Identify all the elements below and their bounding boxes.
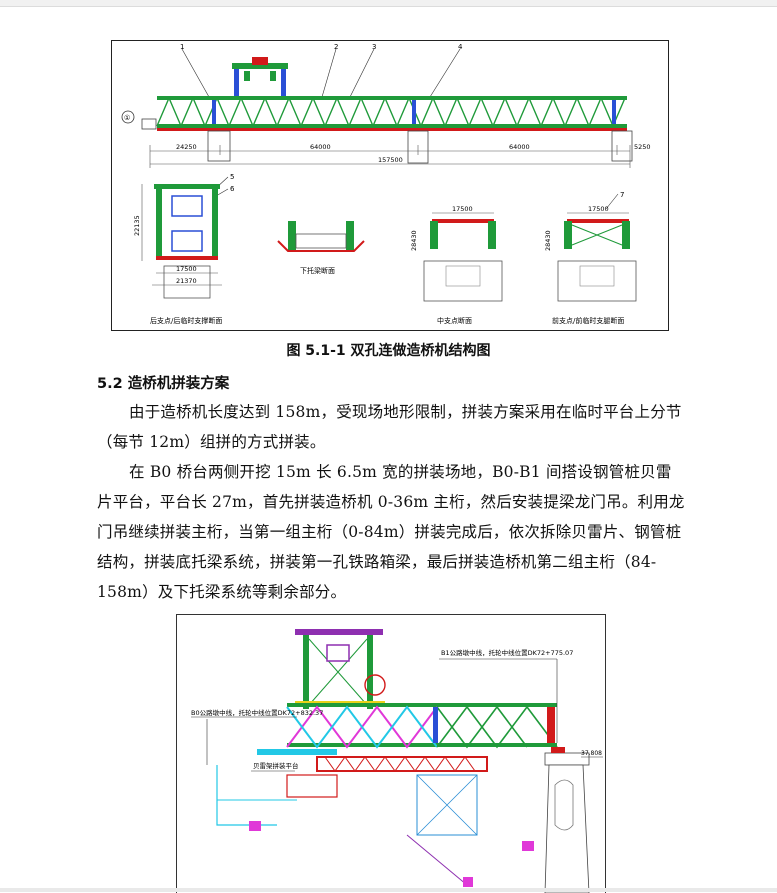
assembly-drawing-figure: B1公路墩中线，托轮中线位置DK72+775.07 B0公路墩中线，托轮中线位置… — [176, 614, 606, 893]
callout-4: 4 — [458, 43, 463, 51]
label-b1-pier-line: B1公路墩中线，托轮中线位置DK72+775.07 — [441, 648, 573, 657]
structure-drawing-figure: 1 2 3 4 — [111, 40, 669, 331]
assembly-drawing-svg: B1公路墩中线，托轮中线位置DK72+775.07 B0公路墩中线，托轮中线位置… — [191, 629, 603, 893]
dim-height-2: 28430 — [410, 230, 418, 251]
dim-height-1: 22135 — [133, 215, 141, 236]
dimension-lines — [149, 145, 631, 168]
callout-5: 5 — [230, 173, 234, 181]
paragraph-2: 在 B0 桥台两侧开挖 15m 长 6.5m 宽的拼装场地，B0-B1 间搭设钢… — [97, 463, 685, 601]
section-heading: 5.2 造桥机拼装方案 — [97, 376, 230, 392]
callout-7: 7 — [620, 191, 624, 199]
lower-beam — [157, 128, 627, 131]
circle-label: ① — [124, 114, 130, 122]
label-middle-section: 中支点断面 — [437, 316, 472, 325]
dim-width-1b: 21370 — [176, 277, 197, 285]
structure-drawing-svg: 1 2 3 4 — [121, 43, 651, 325]
paragraph-1: 由于造桥机长度达到 158m，受现场地形限制，拼装方案采用在临时平台上分节（每节… — [97, 403, 682, 451]
dim-64000-a: 64000 — [310, 143, 331, 151]
callout-3: 3 — [372, 43, 376, 51]
label-lower-beam-section: 下托梁断面 — [300, 266, 335, 275]
front-section-view: 7 17500 28430 前支点/前临时支腿断面 — [544, 191, 637, 325]
elevation-view: 1 2 3 4 — [121, 43, 651, 168]
dim-width-1: 17500 — [176, 265, 197, 273]
gantry-crane — [232, 57, 288, 99]
page-top-rule — [0, 0, 777, 7]
label-b0-pier-line: B0公路墩中线，托轮中线位置DK72+832.37 — [191, 708, 323, 717]
label-front-section: 前支点/前临时支腿断面 — [552, 316, 624, 325]
label-assembly-platform: 贝雷架拼装平台 — [253, 761, 299, 770]
bottom-chord — [157, 124, 627, 128]
dim-24250: 24250 — [176, 143, 197, 151]
middle-section-view: 17500 28430 中支点断面 — [410, 205, 503, 325]
assembly-platform — [257, 749, 488, 836]
assembly-left-structure — [216, 765, 534, 887]
callout-6: 6 — [230, 185, 235, 193]
dim-width-2: 17500 — [452, 205, 473, 213]
dim-total: 157500 — [378, 156, 403, 164]
rear-section-view: 5 6 22135 17500 21370 后支点/后临时支撑断面 — [133, 173, 235, 325]
callout-2: 2 — [334, 43, 338, 51]
dim-5250: 5250 — [634, 143, 651, 151]
top-chord — [157, 96, 627, 100]
lower-beam-section-view: 下托梁断面 — [277, 221, 365, 275]
page-bottom-rule — [0, 888, 777, 892]
assembly-truss — [286, 703, 558, 749]
dim-width-3: 17500 — [588, 205, 609, 213]
truss-diagonals — [156, 96, 626, 128]
label-elevation: 37.808 — [581, 750, 602, 757]
figure-caption: 图 5.1-1 双孔连做造桥机结构图 — [286, 343, 491, 359]
label-rear-section: 后支点/后临时支撑断面 — [150, 316, 222, 325]
dim-height-3: 28430 — [544, 230, 552, 251]
assembly-gantry-crane — [295, 629, 386, 709]
truss-verticals — [212, 100, 616, 124]
dim-64000-b: 64000 — [509, 143, 530, 151]
assembly-right-pier — [544, 747, 590, 893]
callout-1: 1 — [180, 43, 184, 51]
